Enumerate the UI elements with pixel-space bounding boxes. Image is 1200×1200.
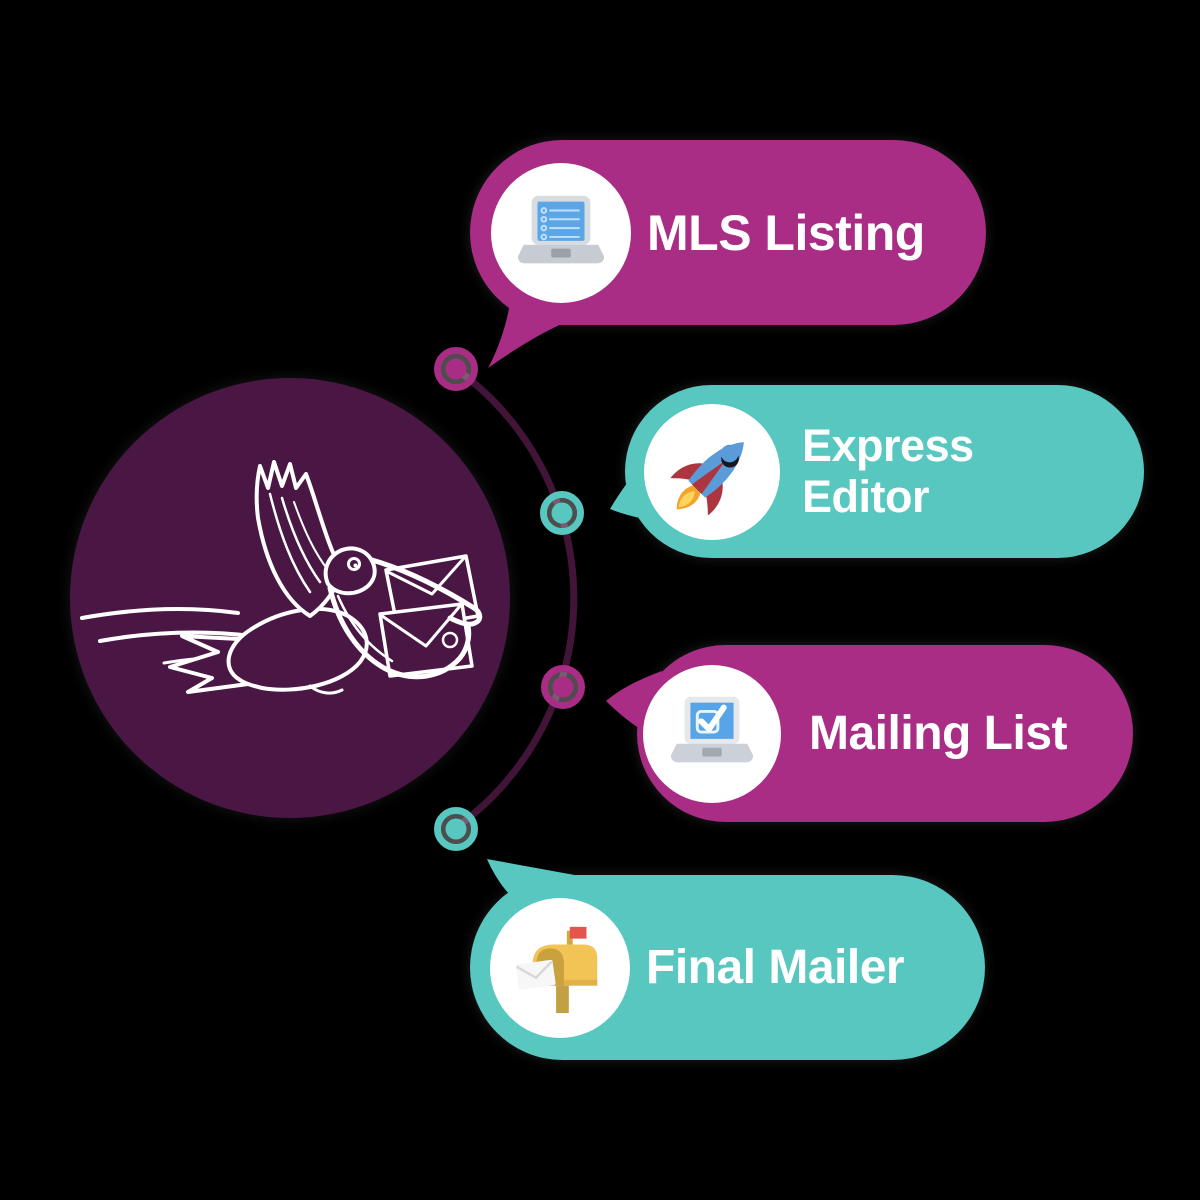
laptop-list-icon <box>517 195 605 263</box>
connector-arc <box>451 366 578 832</box>
connector-dot-2 <box>540 491 584 535</box>
step-bubble-mls-listing: MLS Listing <box>470 140 986 368</box>
step-label: MLS Listing <box>647 204 925 261</box>
mailbox-icon <box>515 926 598 1013</box>
step-label: Final Mailer <box>646 940 905 994</box>
pelican-logo-circle <box>70 378 510 818</box>
laptop-check-icon <box>670 696 754 762</box>
connector-dot-4 <box>434 807 478 851</box>
step-icon-circle <box>644 403 780 540</box>
step-label: Express Editor <box>802 420 974 522</box>
step-icon-circle <box>643 664 781 803</box>
rocket-icon <box>670 441 744 516</box>
pelican-mail-icon <box>80 460 483 695</box>
connector-dot-3 <box>541 665 585 709</box>
connector-dot-1 <box>434 347 478 391</box>
speed-line <box>80 607 240 620</box>
step-icon-circle <box>491 162 631 303</box>
step-label: Mailing List <box>809 706 1068 760</box>
mail-envelopes <box>378 554 480 678</box>
step-bubble-final-mailer: Final Mailer <box>470 859 985 1060</box>
step-icon-circle <box>490 897 630 1038</box>
step-bubble-mailing-list: Mailing List <box>606 645 1133 822</box>
pelican-eye <box>347 557 361 571</box>
step-bubble-express-editor: Express Editor <box>610 385 1144 558</box>
